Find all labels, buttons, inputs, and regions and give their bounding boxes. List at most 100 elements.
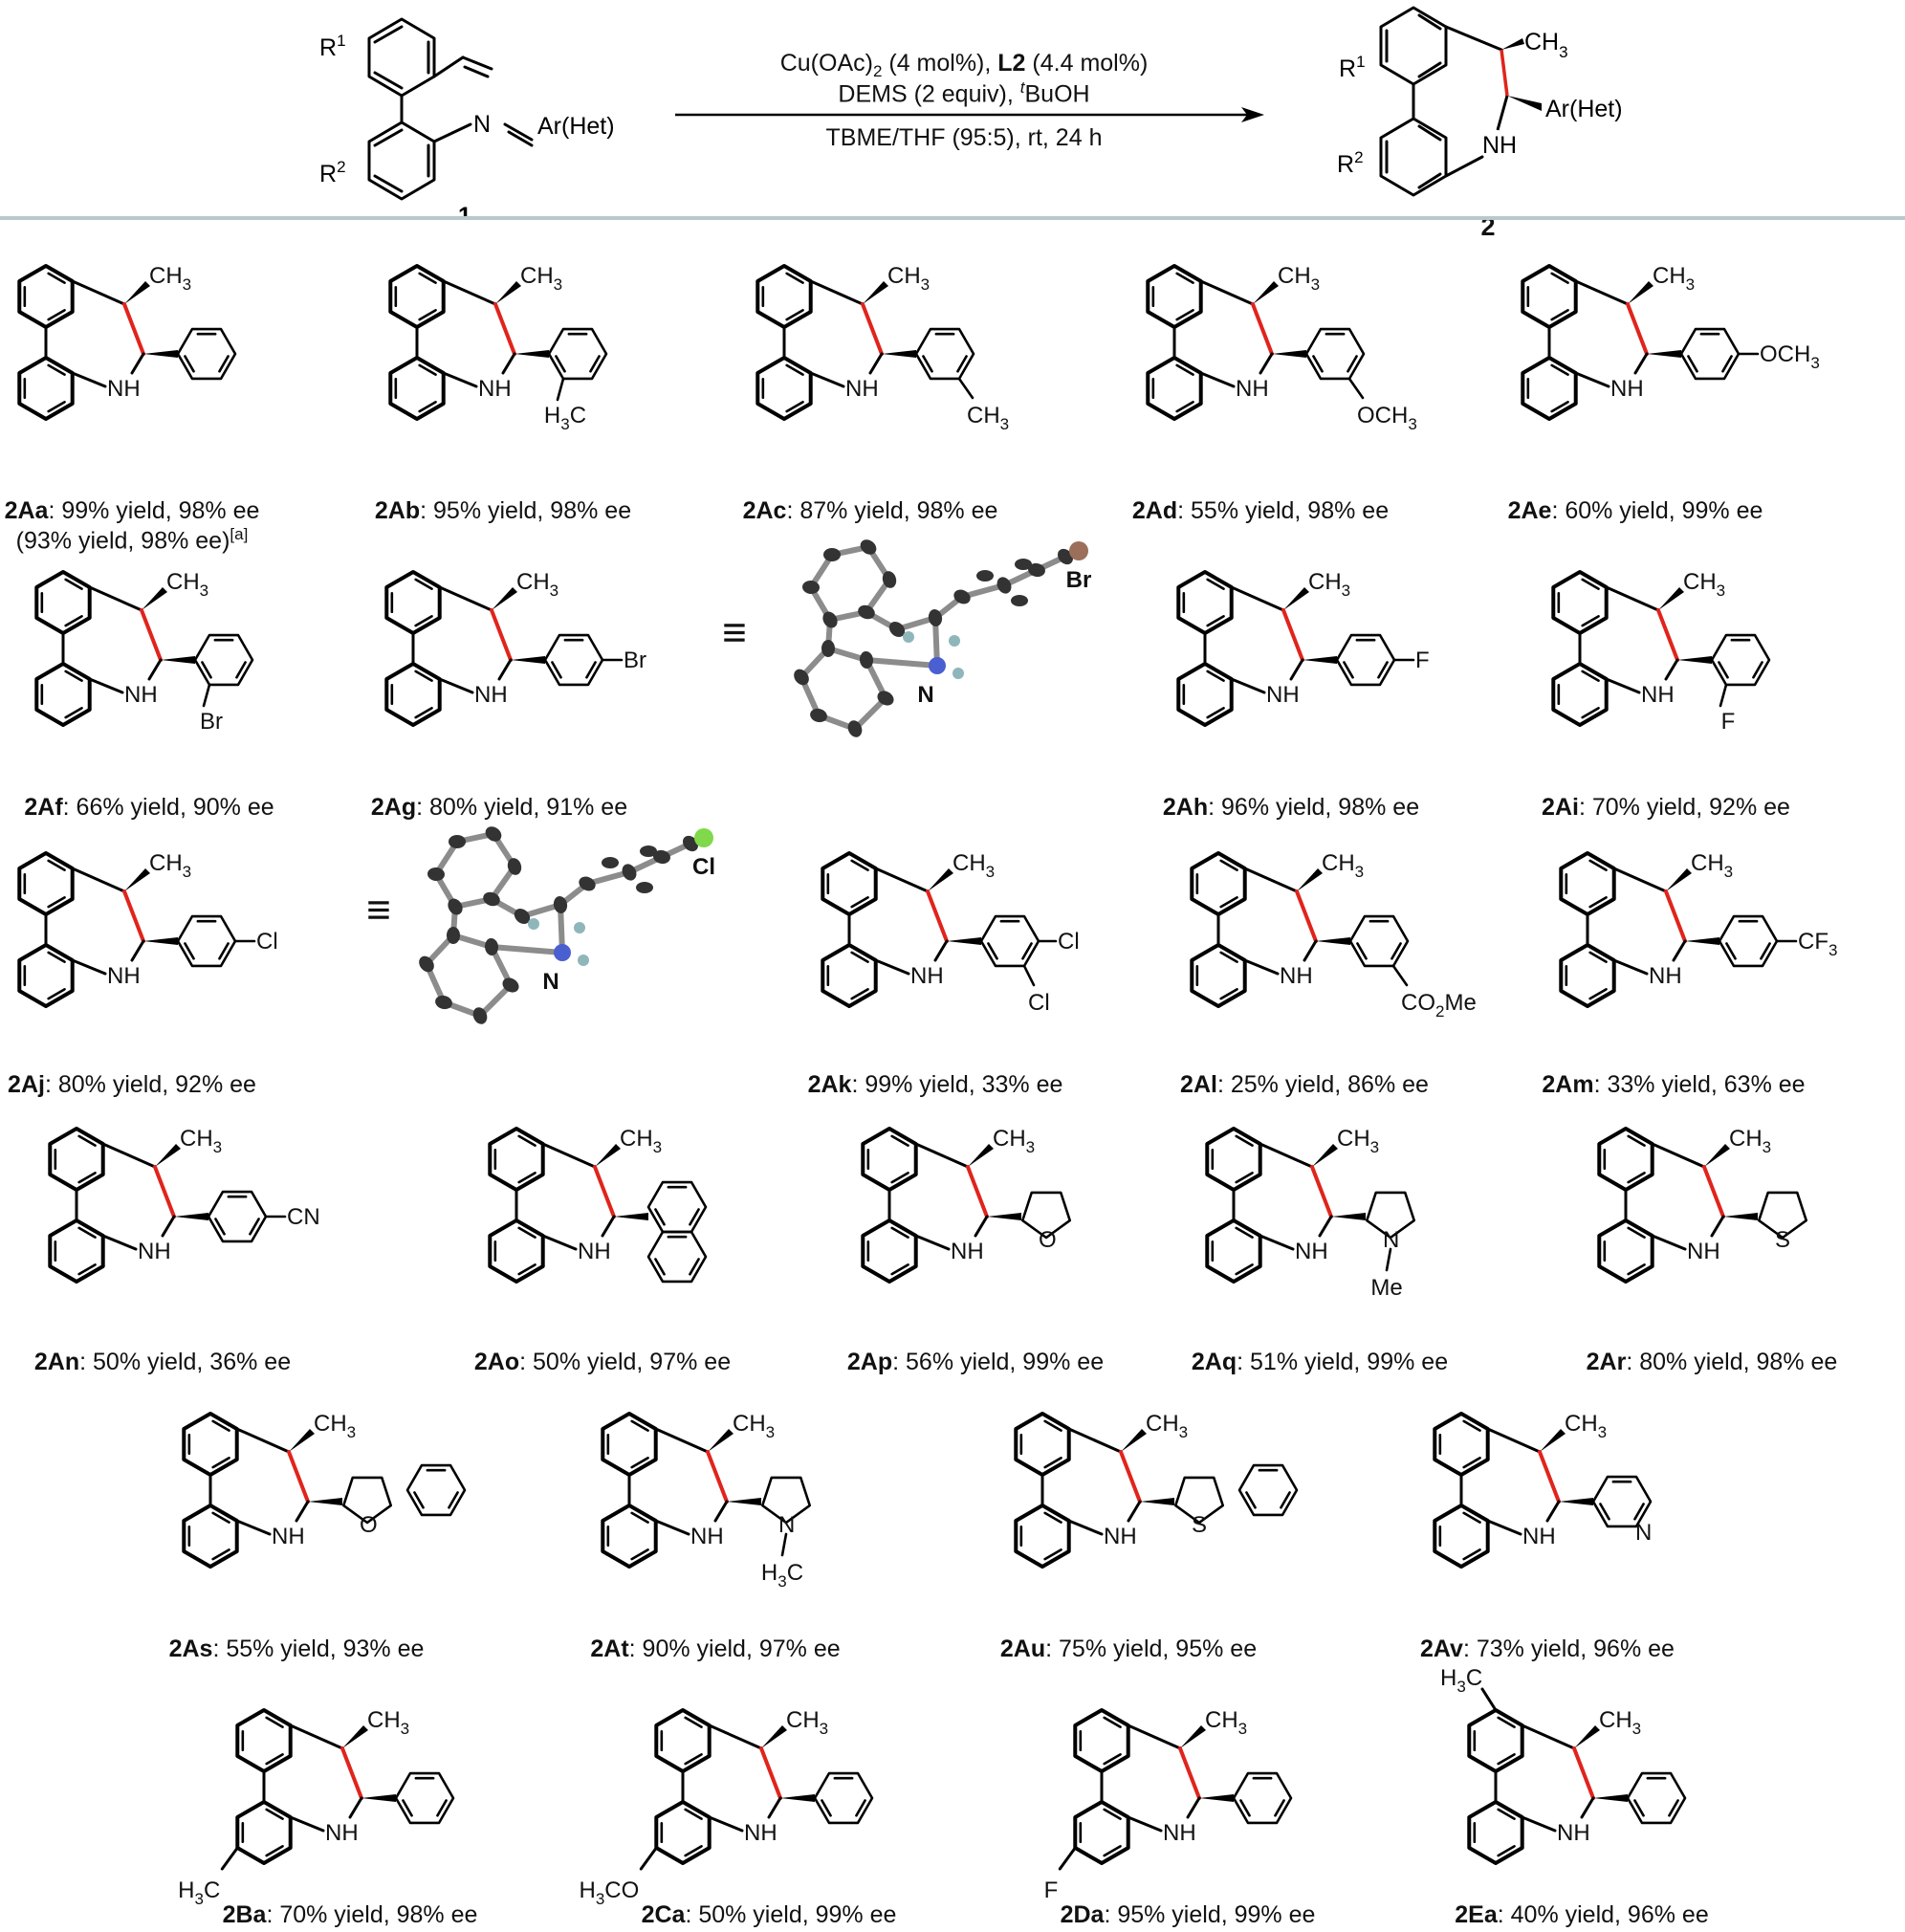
nh-label: NH bbox=[474, 682, 508, 708]
methyl-label: CH3 bbox=[1683, 569, 1725, 600]
entry-label-2Av: 2Av: 73% yield, 96% ee bbox=[1404, 1636, 1691, 1663]
entry-label-2Ap: 2Ap: 56% yield, 99% ee bbox=[832, 1349, 1119, 1376]
methyl-label: CH3 bbox=[149, 263, 191, 294]
methyl-label: CH3 bbox=[314, 1411, 356, 1441]
nh-label: NH bbox=[690, 1524, 724, 1549]
compound-id: 2Ag bbox=[370, 794, 417, 821]
heteroatom-label: O bbox=[1039, 1227, 1057, 1253]
methyl-label: CH3 bbox=[733, 1411, 775, 1441]
halogen-atom-label: Br bbox=[1066, 567, 1092, 593]
substituent-label: Cl bbox=[1028, 990, 1050, 1016]
methyl-label: CH3 bbox=[1729, 1126, 1771, 1156]
substituent-label: Br bbox=[624, 648, 646, 673]
substituent-label: F bbox=[1415, 648, 1430, 673]
entry-label-2Ae: 2Ae: 60% yield, 99% ee bbox=[1492, 497, 1779, 525]
compound-result: : 70% yield, 92% ee bbox=[1578, 794, 1790, 821]
compound-id: 2Af bbox=[24, 794, 63, 821]
methyl-label: CH3 bbox=[1691, 850, 1733, 881]
substituent-label: H3C bbox=[544, 403, 586, 433]
nh-label: NH bbox=[325, 1820, 359, 1846]
substituent-label: Cl bbox=[256, 929, 278, 955]
entry-label-2An: 2An: 50% yield, 36% ee bbox=[19, 1349, 306, 1376]
entry-label-2Ba: 2Ba: 70% yield, 98% ee bbox=[207, 1901, 493, 1929]
nh-label: NH bbox=[478, 376, 512, 402]
product-r1: R1 bbox=[1339, 53, 1366, 82]
compound-result: : 87% yield, 98% ee bbox=[786, 497, 998, 524]
core-substituent-label: H3CO bbox=[579, 1877, 639, 1908]
crystal-structure-2Ag: BrN bbox=[794, 539, 1092, 737]
substituent-label: Cl bbox=[1058, 929, 1080, 955]
reaction-scheme: N Ar(Het) R1 R2 1 C bbox=[319, 6, 1623, 216]
nh-label: NH bbox=[124, 682, 158, 708]
methyl-label: CH3 bbox=[786, 1707, 828, 1738]
compound-result: : 33% yield, 63% ee bbox=[1593, 1071, 1806, 1098]
compound-result: : 55% yield, 98% ee bbox=[1177, 497, 1390, 524]
compound-result: : 51% yield, 99% ee bbox=[1237, 1349, 1449, 1375]
core-substituent-label: H3C bbox=[178, 1877, 220, 1908]
compound-id: 2Ba bbox=[222, 1901, 267, 1928]
substituent-label: CO2Me bbox=[1401, 990, 1477, 1021]
substituent-label: H3C bbox=[761, 1560, 803, 1591]
entry-label-2Ad: 2Ad: 55% yield, 98% ee bbox=[1117, 497, 1404, 525]
methyl-label: CH3 bbox=[1653, 263, 1695, 294]
heteroatom-label: O bbox=[360, 1512, 378, 1538]
substituent-label: OCH3 bbox=[1357, 403, 1417, 433]
conditions-line-2: DEMS (2 equiv), tBuOH bbox=[838, 78, 1090, 108]
entry-label-2As: 2As: 55% yield, 93% ee bbox=[153, 1636, 440, 1663]
methyl-label: CH3 bbox=[1565, 1411, 1607, 1441]
compound-result: : 60% yield, 99% ee bbox=[1551, 497, 1763, 524]
entry-label-2Ar: 2Ar: 80% yield, 98% ee bbox=[1568, 1349, 1855, 1376]
compound-result: : 66% yield, 90% ee bbox=[62, 794, 274, 821]
methyl-label: CH3 bbox=[1599, 1707, 1641, 1738]
methyl-label: CH3 bbox=[149, 850, 191, 881]
heteroatom-label: N bbox=[778, 1512, 795, 1538]
nh-label: NH bbox=[1610, 376, 1644, 402]
methyl-label: CH3 bbox=[1146, 1411, 1188, 1441]
compound-result: : 50% yield, 99% ee bbox=[685, 1901, 897, 1928]
entry-label-2Aq: 2Aq: 51% yield, 99% ee bbox=[1176, 1349, 1463, 1376]
compound-result: : 50% yield, 36% ee bbox=[79, 1349, 292, 1375]
nh-label: NH bbox=[1557, 1820, 1590, 1846]
entry-label-2Au: 2Au: 75% yield, 95% ee bbox=[985, 1636, 1272, 1663]
methyl-label: CH3 bbox=[952, 850, 995, 881]
compound-id: 2Ea bbox=[1455, 1901, 1498, 1928]
nh-label: NH bbox=[1163, 1820, 1196, 1846]
heteroatom-label: S bbox=[1192, 1512, 1207, 1538]
product-structure bbox=[1379, 6, 1503, 197]
methyl-label: CH3 bbox=[166, 569, 208, 600]
compound-result: : 99% yield, 33% ee bbox=[851, 1071, 1063, 1098]
nh-label: NH bbox=[1266, 682, 1300, 708]
compound-result: : 70% yield, 98% ee bbox=[266, 1901, 478, 1928]
core-substituent-label: H3C bbox=[1440, 1665, 1482, 1696]
nh-label: NH bbox=[1641, 682, 1675, 708]
substituent-label: OCH3 bbox=[1760, 341, 1820, 372]
entry-label-2Am: 2Am: 33% yield, 63% ee bbox=[1530, 1071, 1817, 1099]
compound-result: : 80% yield, 91% ee bbox=[416, 794, 628, 821]
nh-label: NH bbox=[107, 376, 141, 402]
compound-result: : 73% yield, 96% ee bbox=[1462, 1636, 1675, 1662]
compound-id: 2Ar bbox=[1586, 1349, 1627, 1375]
compound-id: 2Ac bbox=[742, 497, 787, 524]
compound-result: : 99% yield, 98% ee bbox=[48, 497, 260, 524]
entry-label-2Af: 2Af: 66% yield, 90% ee bbox=[6, 794, 293, 822]
compound-result: : 40% yield, 96% ee bbox=[1497, 1901, 1709, 1928]
compound-result: : 95% yield, 99% ee bbox=[1104, 1901, 1316, 1928]
entry-label-2Ac: 2Ac: 87% yield, 98% ee bbox=[727, 497, 1014, 525]
compound-id: 2Da bbox=[1060, 1901, 1105, 1928]
nitrogen-atom-label: N bbox=[917, 682, 933, 708]
equivalence-symbol: ≡ bbox=[366, 887, 391, 933]
nh-label: NH bbox=[910, 963, 944, 989]
compound-id: 2Am bbox=[1542, 1071, 1594, 1098]
